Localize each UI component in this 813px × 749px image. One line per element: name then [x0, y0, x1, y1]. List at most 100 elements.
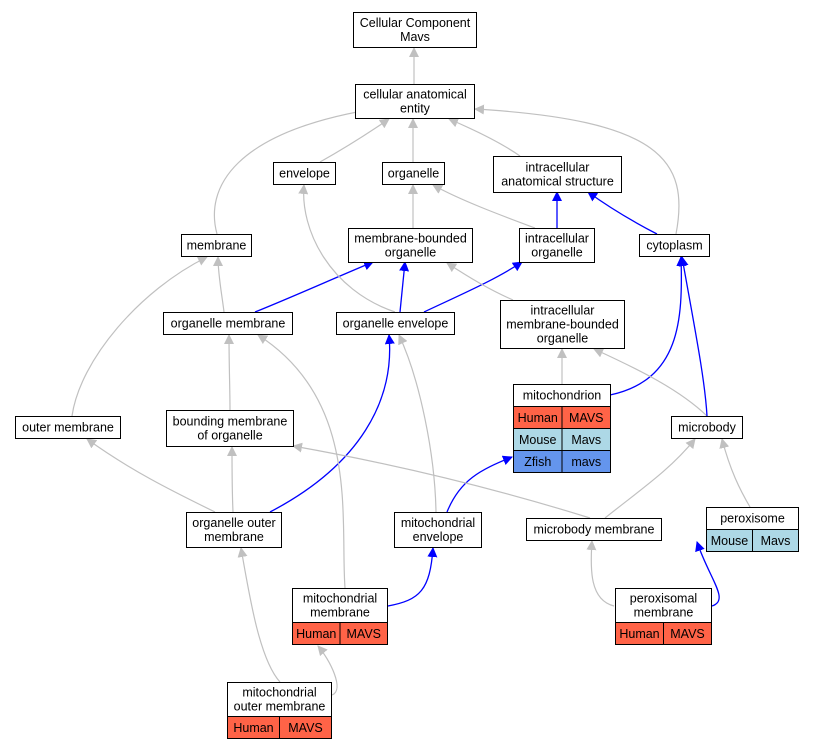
node-label: membrane — [634, 606, 694, 620]
gene-label: MAVS — [347, 627, 382, 641]
edge-perox-mb — [719, 438, 751, 508]
gene-label: MAVS — [288, 721, 323, 735]
edge-oe-mbo — [399, 261, 410, 313]
node-box — [639, 234, 710, 257]
species-label: Human — [619, 627, 659, 641]
species-label: Human — [296, 627, 336, 641]
node-om[interactable]: organelle membrane — [163, 312, 293, 335]
node-label: Mavs — [400, 30, 430, 44]
gene-cell — [752, 529, 799, 552]
node-box — [671, 416, 743, 439]
edge-oom-outm — [86, 438, 216, 513]
node-box — [615, 588, 712, 623]
species-label: Human — [233, 721, 273, 735]
node-label: membrane — [310, 606, 370, 620]
edge-outm-mem — [71, 256, 208, 417]
node-box — [186, 512, 282, 548]
edge-mito-cyto — [609, 256, 687, 396]
node-label: organelle membrane — [171, 317, 286, 331]
edge-mom-mm — [317, 645, 338, 696]
node-label: peroxisome — [720, 512, 785, 526]
edge-oe-io — [423, 261, 523, 313]
node-cyto[interactable]: cytoplasm — [639, 234, 710, 257]
node-label: of organelle — [197, 429, 262, 443]
node-box — [227, 682, 332, 717]
edge-ias-cae — [448, 117, 521, 157]
node-box — [355, 84, 475, 119]
node-label: cellular anatomical — [363, 88, 467, 102]
node-label: membrane-bounded — [506, 318, 619, 332]
edge-oom-oe — [269, 334, 395, 513]
species-label: Human — [518, 411, 558, 425]
node-label: mitochondrial — [303, 592, 377, 606]
gene-label: Mavs — [571, 433, 601, 447]
node-box — [181, 234, 252, 257]
edge-cyto-cae — [474, 104, 680, 235]
node-box — [519, 228, 595, 263]
edge-pm-perox — [695, 541, 720, 607]
edge-env-cae — [319, 118, 390, 163]
edge-mbm-mb — [604, 438, 696, 519]
node-label: membrane — [204, 530, 264, 544]
node-outm[interactable]: outer membrane — [15, 416, 121, 439]
node-org[interactable]: organelle — [382, 162, 445, 185]
edge-om-mbo — [254, 260, 374, 313]
node-label: microbody — [678, 421, 736, 435]
edge-cyto-ias — [587, 191, 658, 235]
edge-mom-oom — [237, 547, 281, 683]
node-box — [493, 156, 622, 193]
node-mbm[interactable]: microbody membrane — [526, 518, 662, 541]
edge-mm-om — [257, 334, 346, 589]
gene-cell — [663, 622, 712, 645]
gene-label: Mavs — [761, 534, 791, 548]
node-label: mitochondrial — [401, 516, 475, 530]
edge-io-org — [432, 184, 536, 229]
gene-cell — [339, 622, 388, 645]
gene-label: MAVS — [670, 627, 705, 641]
species-label: Zfish — [524, 455, 551, 469]
node-label: organelle — [388, 167, 439, 181]
species-label: Mouse — [711, 534, 749, 548]
node-label: membrane — [187, 239, 247, 253]
edge-pm-mbm — [586, 540, 615, 607]
edge-oe-env — [298, 184, 396, 313]
edge-om-mem — [213, 256, 225, 313]
node-box — [526, 518, 662, 541]
node-mb[interactable]: microbody — [671, 416, 743, 439]
node-label: mitochondrial — [242, 686, 316, 700]
species-label: Mouse — [519, 433, 557, 447]
node-oe[interactable]: organelle envelope — [336, 312, 455, 335]
node-box — [500, 300, 625, 349]
node-label: Cellular Component — [360, 16, 471, 30]
node-label: organelle — [537, 332, 588, 346]
node-box — [273, 162, 336, 185]
node-label: organelle outer — [192, 516, 275, 530]
edge-mem-cae — [213, 103, 387, 235]
node-label: envelope — [413, 530, 464, 544]
node-mem[interactable]: membrane — [181, 234, 252, 257]
node-box — [348, 228, 473, 263]
gene-cell — [279, 716, 332, 739]
node-label: intracellular — [531, 304, 595, 318]
gene-label: MAVS — [569, 411, 604, 425]
edge-mb-imbo — [593, 348, 708, 417]
node-env[interactable]: envelope — [273, 162, 336, 185]
node-label: intracellular — [526, 161, 590, 175]
node-label: bounding membrane — [173, 415, 288, 429]
edge-me-oe — [398, 334, 437, 513]
node-label: envelope — [279, 167, 330, 181]
